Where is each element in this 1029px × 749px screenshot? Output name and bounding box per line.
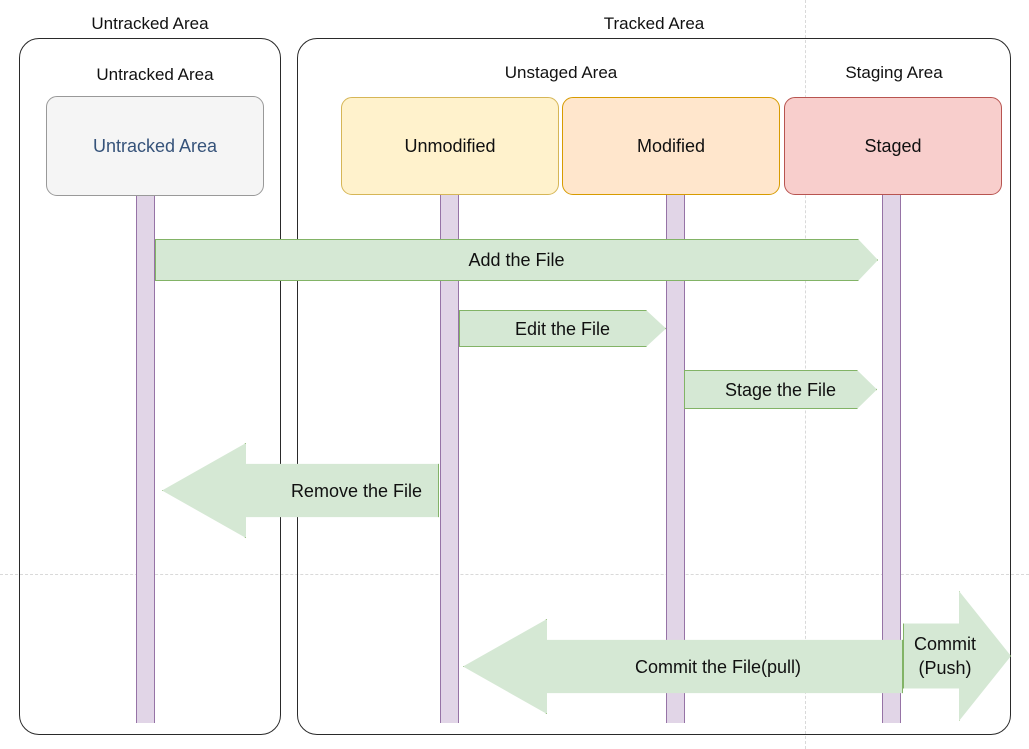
lifeline-unmodified xyxy=(440,195,459,723)
state-label-modified: Modified xyxy=(636,135,706,156)
message-label-edit-the-file: Edit the File xyxy=(514,318,611,339)
state-label-untracked: Untracked Area xyxy=(92,135,218,156)
message-stage-the-file[interactable]: Stage the File xyxy=(684,370,877,409)
message-label-remove-the-file: Remove the File xyxy=(290,480,422,501)
state-box-modified[interactable]: Modified xyxy=(562,97,780,195)
lifeline-staged xyxy=(882,195,901,723)
lane-title-untracked: Untracked Area xyxy=(96,65,214,84)
untracked-container xyxy=(19,38,281,735)
message-label-commit-push: Commit (Push) xyxy=(914,634,976,678)
tracked-container xyxy=(297,38,1011,735)
message-label-commit-the-file: Commit the File(pull) xyxy=(634,656,802,677)
lane-title-unstaged: Unstaged Area xyxy=(504,63,618,82)
tracked-outer-title: Tracked Area xyxy=(603,14,705,33)
lifeline-untracked xyxy=(136,195,155,723)
lifeline-modified xyxy=(666,195,685,723)
state-box-untracked[interactable]: Untracked Area xyxy=(46,96,264,196)
message-edit-the-file[interactable]: Edit the File xyxy=(459,310,666,347)
message-label-stage-the-file: Stage the File xyxy=(724,379,837,400)
page-guide-horizontal xyxy=(0,574,1029,575)
state-box-staged[interactable]: Staged xyxy=(784,97,1002,195)
state-label-staged: Staged xyxy=(864,135,922,156)
state-label-unmodified: Unmodified xyxy=(404,135,496,156)
message-label-add-the-file: Add the File xyxy=(468,250,565,270)
untracked-outer-title: Untracked Area xyxy=(91,14,209,33)
state-box-unmodified[interactable]: Unmodified xyxy=(341,97,559,195)
lane-title-staging: Staging Area xyxy=(845,63,943,82)
message-add-the-file[interactable]: Add the File xyxy=(155,239,878,281)
